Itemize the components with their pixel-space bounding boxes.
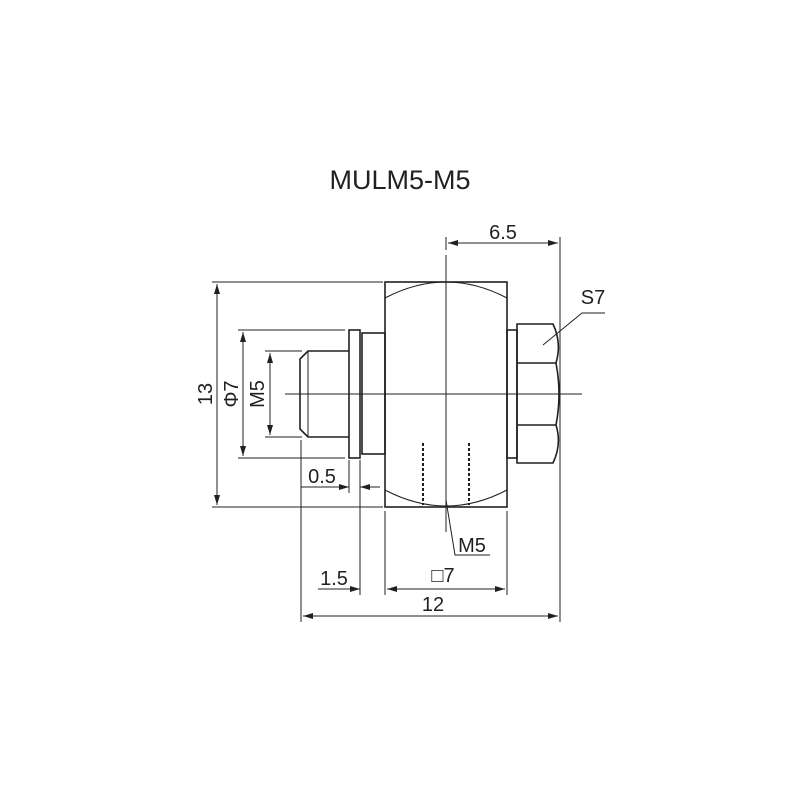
- dim-flange-width: 1.5: [320, 568, 348, 590]
- dim-flange-gap: 0.5: [308, 466, 336, 488]
- dim-overall-height: 13: [195, 383, 217, 405]
- hex-nut: [516, 323, 560, 464]
- dim-thread-bottom: M5: [458, 535, 486, 557]
- drawing-title: MULM5-M5: [329, 165, 470, 195]
- dim-flange-diameter: Φ7: [221, 380, 243, 407]
- extension-lines: [212, 237, 561, 622]
- dim-body-square: □7: [431, 565, 454, 587]
- dim-overall-length: 12: [422, 594, 444, 616]
- dim-thread-left: M5: [247, 380, 269, 408]
- dimension-lines: [214, 240, 605, 619]
- dim-center-to-end: 6.5: [489, 222, 517, 244]
- dim-hex-size: S7: [581, 287, 605, 309]
